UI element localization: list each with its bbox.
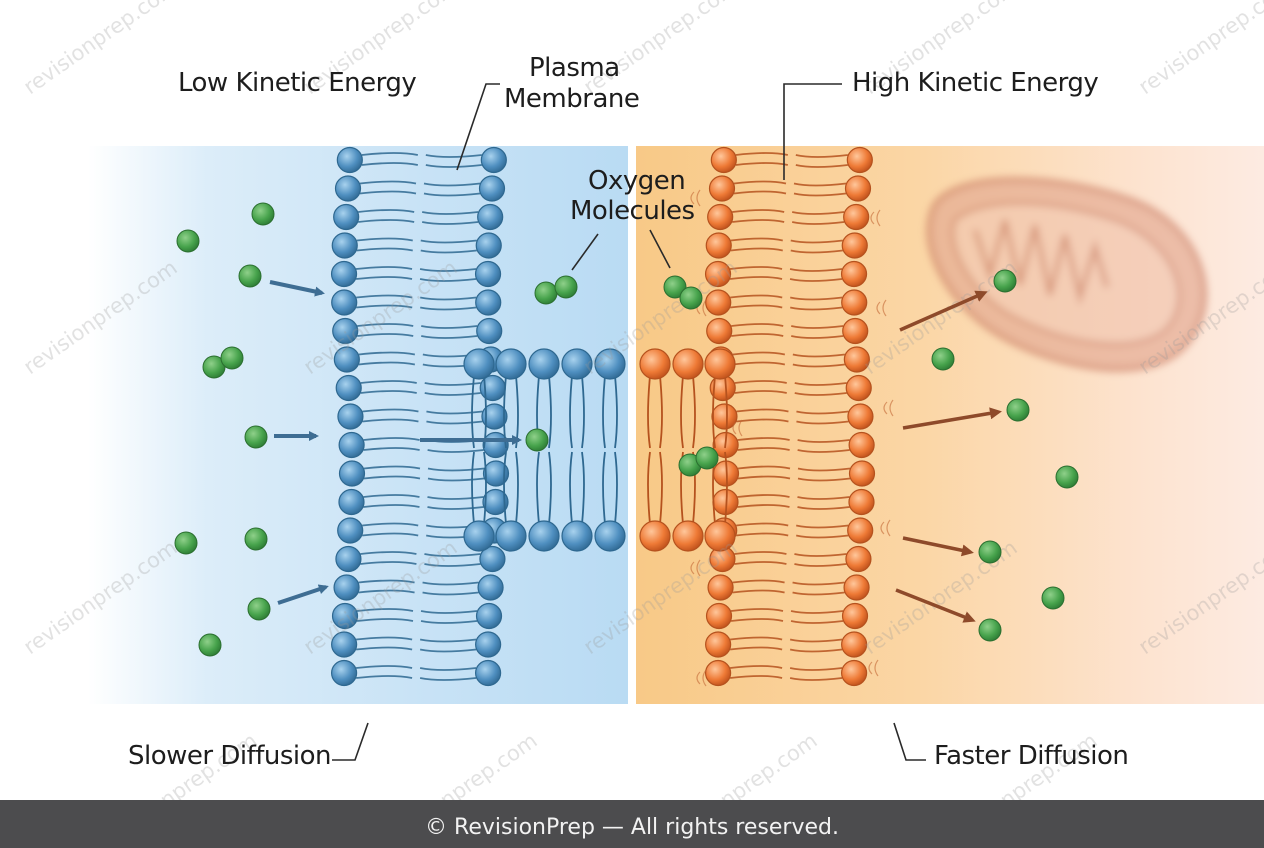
oxygen-molecule-icon [679,286,703,310]
diffusion-arrow-icon [269,280,325,297]
oxygen-molecules-label-line1: Oxygen [588,166,686,196]
oxygen-leader-right [649,229,671,269]
footer-bar: © RevisionPrep — All rights reserved. [0,800,1264,848]
oxygen-molecule-icon [931,347,955,371]
bilayer-section-hot [639,348,736,552]
oxygen-molecule-icon [176,229,200,253]
oxygen-molecule-icon [247,597,271,621]
oxygen-molecule-icon [174,531,198,555]
oxygen-molecule-icon [251,202,275,226]
oxygen-molecule-icon [663,275,687,299]
plasma-membrane-label-line2: Membrane [504,84,640,114]
oxygen-molecule-icon [534,281,558,305]
diffusion-arrow-icon [895,588,976,623]
watermark-text: revisionprep.com [1134,0,1264,99]
oxygen-molecule-icon [1041,586,1065,610]
high-kinetic-energy-label: High Kinetic Energy [852,68,1099,98]
slower-diffusion-label: Slower Diffusion [128,741,332,771]
oxygen-molecule-icon [1006,398,1030,422]
low-kinetic-energy-label: Low Kinetic Energy [178,68,417,98]
oxygen-molecule-icon [525,428,549,452]
watermark-text: revisionprep.com [19,0,182,99]
oxygen-molecule-icon [554,275,578,299]
copyright-text: © RevisionPrep — All rights reserved. [425,814,839,840]
diffusion-arrow-icon [277,584,329,605]
slower-diffusion-leader [332,722,369,761]
high-energy-leader [783,83,842,180]
bilayer-section-cold [463,348,626,552]
plasma-membrane-cold [330,146,510,687]
oxygen-molecule-icon [220,346,244,370]
oxygen-molecule-icon [978,618,1002,642]
oxygen-leader-left [571,233,599,271]
plasma-membrane-leader [456,83,500,171]
diffusion-arrow-icon [899,290,988,332]
oxygen-molecule-icon [244,527,268,551]
oxygen-molecule-icon [695,446,719,470]
oxygen-molecule-icon [1055,465,1079,489]
diffusion-arrow-icon [902,536,974,557]
oxygen-molecule-icon [993,269,1017,293]
diffusion-arrow-icon [902,407,1002,430]
oxygen-molecule-icon [198,633,222,657]
oxygen-molecule-icon [978,540,1002,564]
oxygen-molecule-icon [244,425,268,449]
faster-diffusion-leader [893,722,926,761]
faster-diffusion-label: Faster Diffusion [934,741,1129,771]
oxygen-molecules-label-line2: Molecules [570,196,695,226]
oxygen-molecule-icon [238,264,262,288]
vibration-marks [690,189,894,687]
plasma-membrane-label-line1: Plasma [529,53,620,83]
